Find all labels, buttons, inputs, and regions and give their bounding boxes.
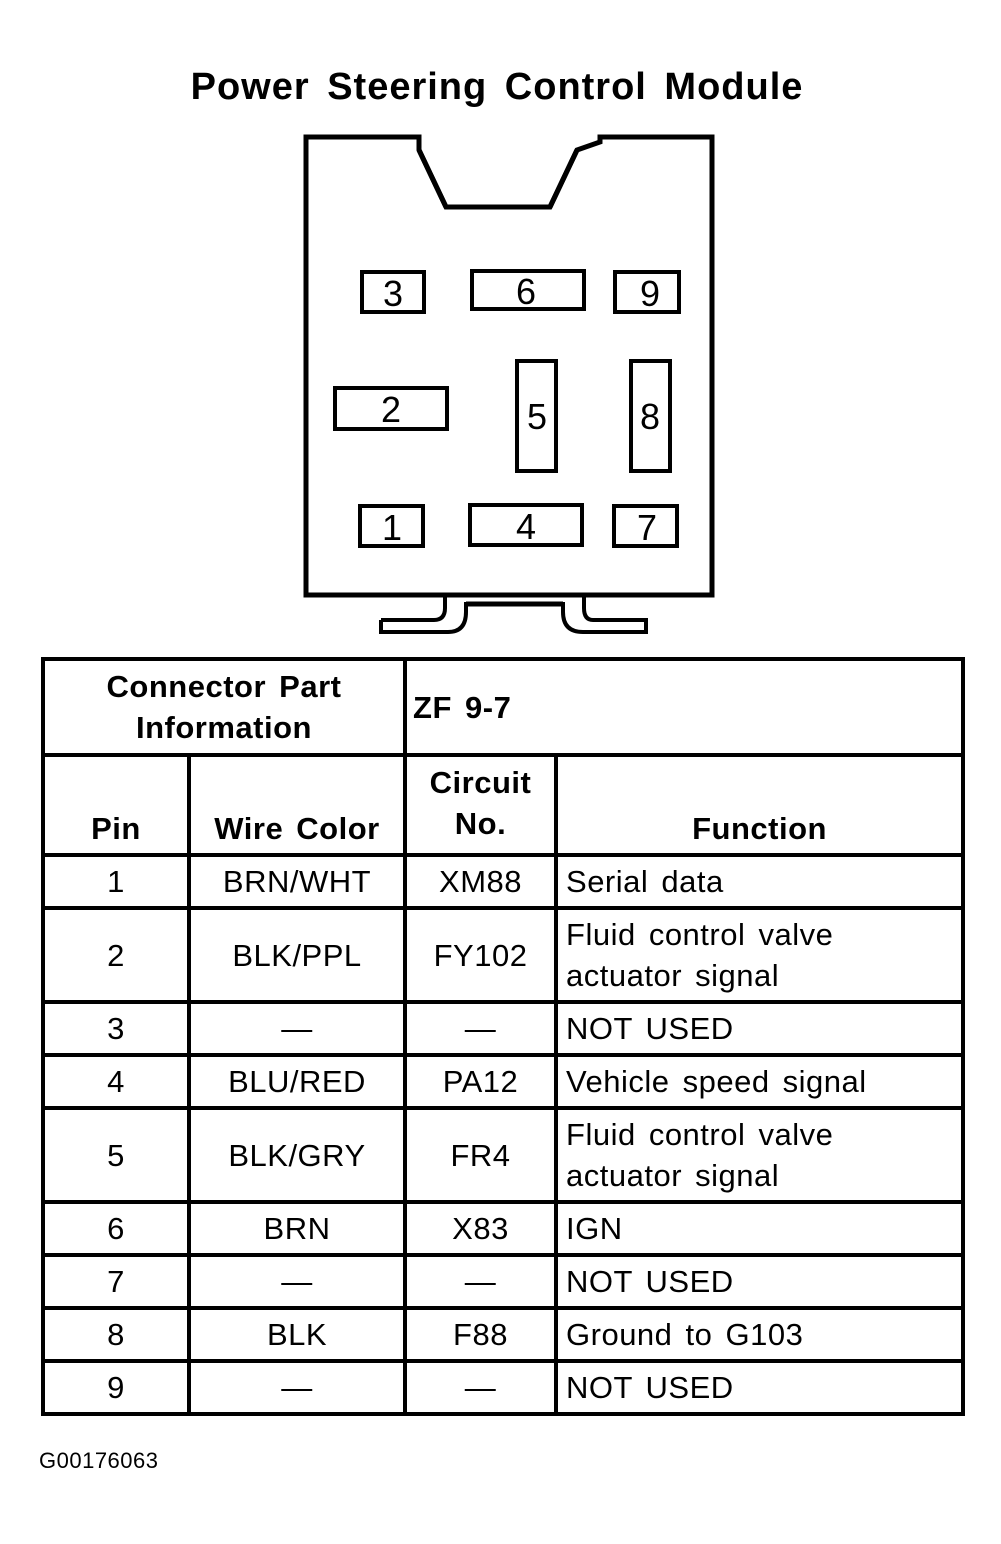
header-row: Pin Wire Color Circuit No. Function [41, 753, 966, 857]
header-circuit-no: Circuit No. [403, 753, 559, 857]
pin-cell: 7 [41, 1253, 191, 1310]
pin-cavity-5: 5 [515, 359, 558, 473]
figure-id: G00176063 [39, 1448, 159, 1473]
function-cell: Fluid control valve actuator signal [554, 1106, 966, 1204]
header-function: Function [554, 753, 966, 857]
pin-cavity-9: 9 [613, 270, 681, 314]
pin-label: 3 [383, 273, 403, 314]
pin-cavity-3: 3 [360, 270, 426, 314]
circuit-no-cell: F88 [403, 1306, 559, 1363]
pin-label: 8 [640, 396, 660, 437]
diagram-title: Power Steering Control Module [190, 66, 804, 108]
wire-color-cell: BLK/GRY [186, 1106, 408, 1204]
pin-label: 5 [527, 396, 547, 437]
circuit-no-cell: XM88 [403, 853, 559, 910]
connector-keyway [416, 148, 580, 209]
function-cell: Vehicle speed signal [554, 1053, 966, 1110]
circuit-no-cell: — [403, 1359, 559, 1416]
connector-face-drawing: 3 6 9 2 5 8 1 4 7 [303, 134, 715, 634]
wire-color-cell: — [186, 1359, 408, 1416]
pin-cavity-6: 6 [470, 269, 586, 312]
circuit-no-cell: — [403, 1000, 559, 1057]
table-row: 9——NOT USED [41, 1359, 966, 1416]
pin-cavity-7: 7 [612, 504, 679, 548]
connector-part-value: ZF 9-7 [403, 657, 966, 757]
pin-label: 9 [640, 273, 660, 314]
function-cell: Serial data [554, 853, 966, 910]
pin-cavity-2: 2 [333, 386, 449, 431]
connector-part-row: Connector Part Information ZF 9-7 [40, 657, 966, 757]
header-pin: Pin [41, 753, 191, 857]
wire-color-cell: — [186, 1000, 408, 1057]
pin-cell: 1 [41, 853, 191, 910]
pin-label: 4 [516, 506, 536, 547]
pin-cell: 9 [41, 1359, 191, 1416]
wire-color-cell: BLK [186, 1306, 408, 1363]
pin-label: 1 [382, 507, 402, 548]
header-wire-color: Wire Color [186, 753, 408, 857]
function-cell: Fluid control valve actuator signal [554, 906, 966, 1004]
pin-cell: 2 [41, 906, 191, 1004]
function-cell: IGN [554, 1200, 966, 1257]
circuit-no-cell: PA12 [403, 1053, 559, 1110]
circuit-no-cell: FY102 [403, 906, 559, 1004]
pin-label: 6 [516, 271, 536, 312]
wire-color-cell: BLU/RED [186, 1053, 408, 1110]
pin-label: 7 [637, 507, 657, 548]
circuit-no-cell: — [403, 1253, 559, 1310]
pin-cell: 4 [41, 1053, 191, 1110]
connector-part-label: Connector Part Information [40, 657, 408, 757]
function-cell: NOT USED [554, 1000, 966, 1057]
connector-latch [379, 595, 648, 634]
pinout-table: Connector Part Information ZF 9-7 Pin Wi… [40, 657, 966, 1416]
pin-cavity-1: 1 [358, 504, 425, 548]
wire-color-cell: — [186, 1253, 408, 1310]
wire-color-cell: BLK/PPL [186, 906, 408, 1004]
function-cell: NOT USED [554, 1359, 966, 1416]
circuit-no-cell: FR4 [403, 1106, 559, 1204]
table-row: 7——NOT USED [41, 1253, 966, 1310]
pin-cavity-8: 8 [629, 359, 672, 473]
function-cell: Ground to G103 [554, 1306, 966, 1363]
function-cell: NOT USED [554, 1253, 966, 1310]
circuit-no-cell: X83 [403, 1200, 559, 1257]
pin-cell: 8 [41, 1306, 191, 1363]
pin-label: 2 [381, 389, 401, 430]
pin-cavity-4: 4 [468, 503, 584, 547]
table-row: 3——NOT USED [41, 1000, 966, 1057]
wire-color-cell: BRN [186, 1200, 408, 1257]
pin-cell: 5 [41, 1106, 191, 1204]
wire-color-cell: BRN/WHT [186, 853, 408, 910]
pin-cell: 3 [41, 1000, 191, 1057]
pin-cell: 6 [41, 1200, 191, 1257]
